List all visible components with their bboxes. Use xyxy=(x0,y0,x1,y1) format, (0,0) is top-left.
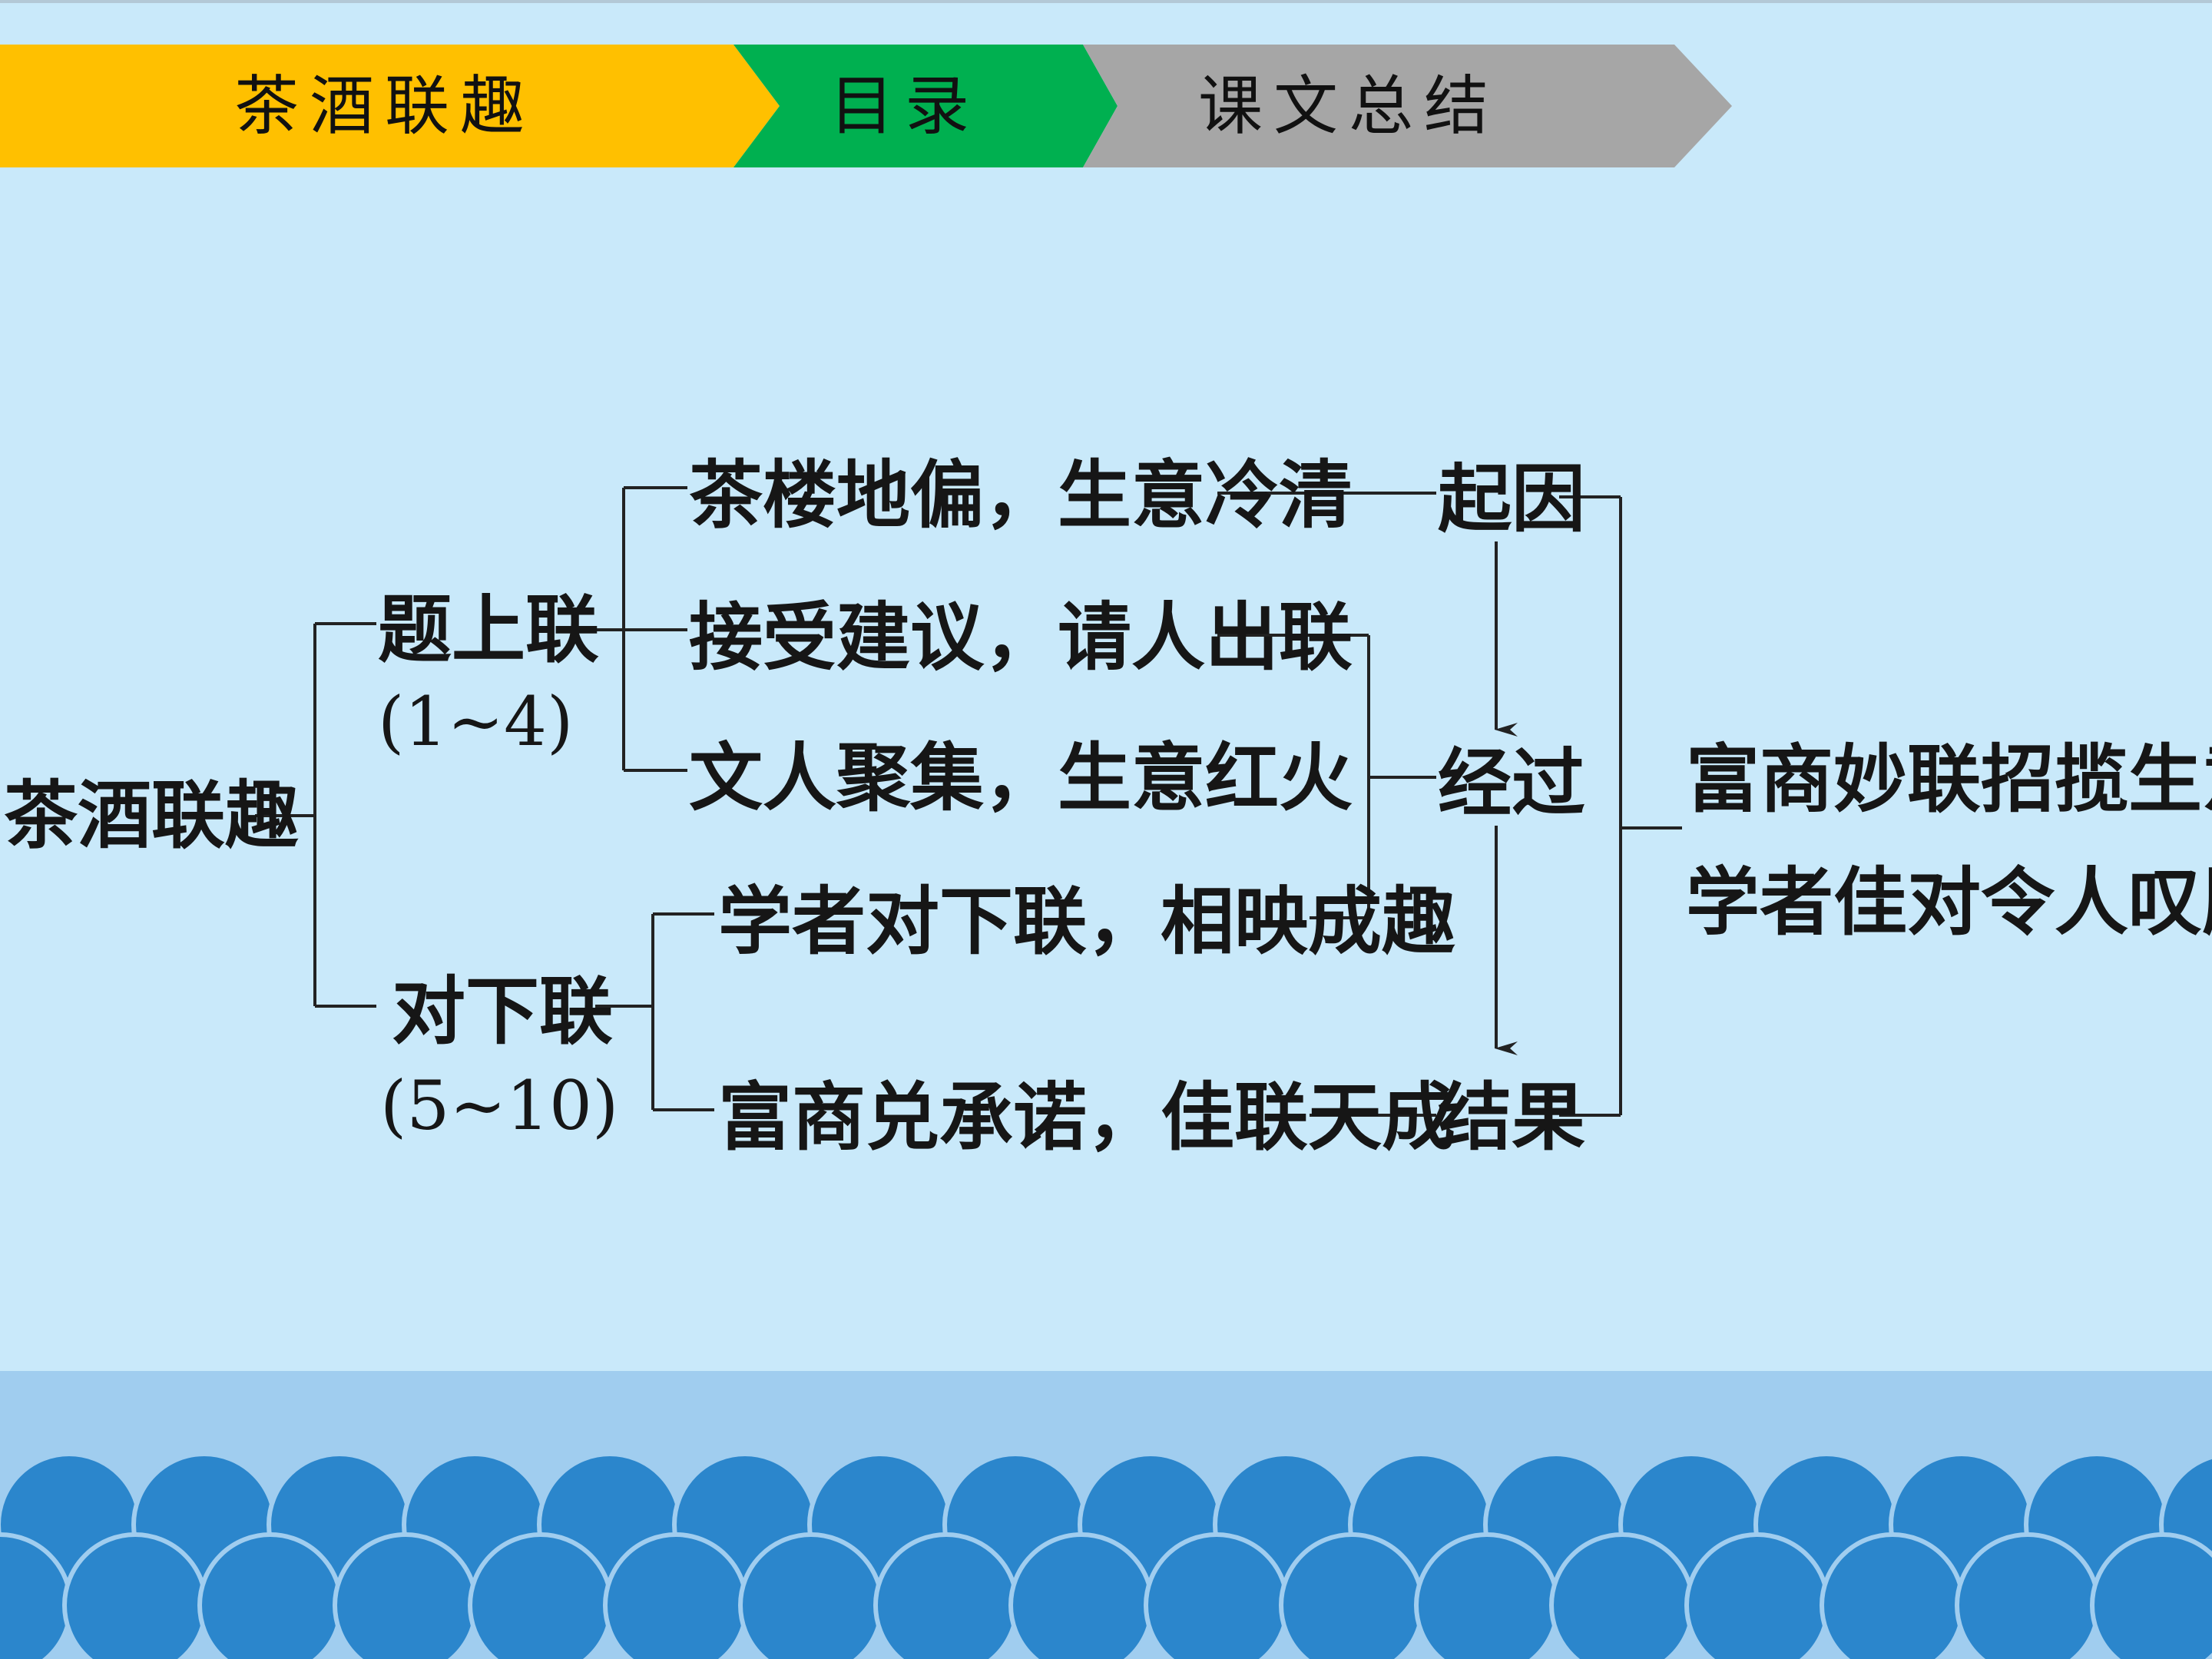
branch-upper-label: 题上联 xyxy=(378,587,599,673)
stage-process: 经过 xyxy=(1438,740,1585,826)
nav-tab-label: 茶酒联趣 xyxy=(234,68,536,144)
event-node: 接受建议，请人出联 xyxy=(689,594,1353,680)
stage-result: 结果 xyxy=(1438,1075,1585,1161)
branch-lower-label: 对下联 xyxy=(392,969,613,1055)
tab-arrow-shape xyxy=(0,45,780,167)
event-node: 富商兑承诺，佳联天成 xyxy=(718,1075,1455,1161)
branch-upper-range: (1~4) xyxy=(378,682,574,761)
tab-arrow-shape xyxy=(1083,45,1732,167)
footer-decoration xyxy=(0,1371,2212,1659)
event-node: 茶楼地偏，生意冷清 xyxy=(689,452,1353,538)
summary-line: 学者佳对令人叹服 xyxy=(1686,859,2212,945)
branch-lower-range: (5~10) xyxy=(380,1066,619,1145)
summary-line: 富商妙联招揽生意 xyxy=(1686,737,2212,823)
root-node: 茶酒联趣 xyxy=(4,773,299,859)
stage-cause: 起因 xyxy=(1438,456,1585,542)
event-node: 学者对下联，相映成趣 xyxy=(718,879,1455,965)
nav-tab-contents[interactable]: 目录 xyxy=(733,45,1118,167)
top-border xyxy=(0,0,2212,3)
nav-tab-summary[interactable]: 课文总结 xyxy=(1083,45,1732,167)
nav-tab-label: 课文总结 xyxy=(1198,68,1500,144)
scallop-wave-pattern xyxy=(0,1452,2212,1659)
tab-arrow-shape xyxy=(733,45,1118,167)
nav-tab-title[interactable]: 茶酒联趣 xyxy=(0,45,780,167)
event-node: 文人聚集，生意红火 xyxy=(689,735,1353,821)
nav-tab-label: 目录 xyxy=(830,68,981,144)
